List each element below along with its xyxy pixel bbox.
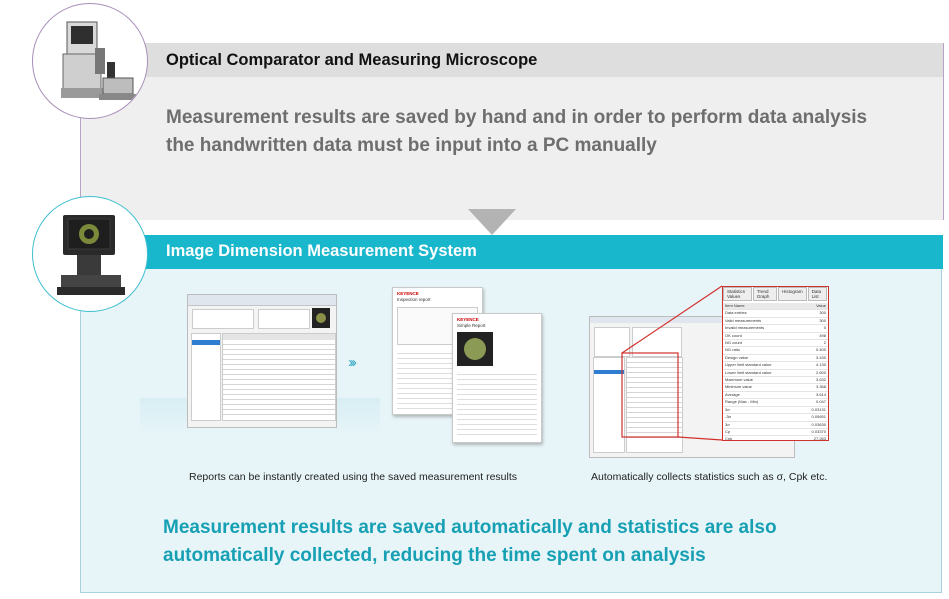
statistics-row: Data entries 300 (723, 310, 828, 318)
statistics-item-name: Cpk (725, 436, 733, 441)
optical-comparator-image (32, 3, 148, 119)
statistics-item-name: -3σ (725, 414, 732, 420)
statistics-item-name: Invalid measurements (725, 325, 765, 331)
statistics-row: Maximum value 3.632 (723, 377, 828, 385)
top-section-header-bar (80, 43, 943, 77)
statistics-item-value: 2 (823, 340, 826, 346)
statistics-item-name: Data entries (725, 310, 747, 316)
statistics-item-name: 3σ (725, 421, 730, 427)
report-title-back: Inspection report (397, 297, 431, 302)
header-item-name: Item Name (725, 303, 745, 308)
top-section-title: Optical Comparator and Measuring Microsc… (166, 51, 538, 69)
tab-data-list[interactable]: Data List (807, 287, 827, 301)
caption-reports: Reports can be instantly created using t… (189, 471, 518, 483)
statistics-item-value: 498 (819, 332, 826, 338)
statistics-item-value: 3.614 (815, 391, 826, 397)
statistics-item-name: NG ratio (725, 347, 740, 353)
statistics-item-name: Minimum value (725, 384, 752, 390)
tab-histogram[interactable]: Histogram (778, 287, 807, 301)
caption-statistics: Automatically collects statistics such a… (591, 471, 828, 483)
statistics-row: Cp 0.03370 (723, 428, 828, 437)
statistics-row: Valid measurements 300 (723, 317, 828, 326)
statistics-item-value: 4.130 (815, 362, 826, 368)
header-value: Value (816, 303, 826, 308)
statistics-item-value: 3.368 (815, 384, 826, 390)
statistics-row: Range (Max - Min) 0.047 (723, 399, 828, 407)
statistics-item-name: Design value (725, 354, 749, 360)
statistics-item-value: 0.400 (815, 347, 826, 353)
statistics-item-name: OK count (725, 332, 742, 338)
bottom-section-header-bar (80, 235, 943, 269)
statistics-item-value: 27.263 (813, 436, 826, 441)
statistics-row: -3σ 0.05651 (723, 414, 828, 422)
double-chevron-right-icon: ››› (348, 354, 357, 371)
statistics-item-value: 3.430 (815, 354, 826, 360)
statistics-item-value: 0.047 (815, 399, 826, 405)
bottom-section-title: Image Dimension Measurement System (166, 242, 477, 260)
statistics-row: Cpk 27.263 (723, 436, 828, 441)
statistics-values-panel: Statistics Values Trend Graph Histogram … (722, 286, 829, 441)
statistics-item-value: 300 (819, 310, 826, 316)
bottom-section-description: Measurement results are saved automatica… (163, 517, 777, 566)
statistics-item-name: Range (Max - Min) (725, 399, 759, 405)
statistics-header-row: Item Name Value (723, 303, 828, 311)
statistics-item-name: 3σ (725, 406, 730, 412)
statistics-item-value: 0.03370 (811, 428, 826, 434)
statistics-row: Design value 3.430 (723, 354, 828, 363)
top-section-description: Measurement results are saved by hand an… (166, 107, 868, 156)
statistics-item-name: NG count (725, 340, 742, 346)
report-title-front: Simple Report (457, 323, 486, 328)
down-arrow-icon (468, 209, 516, 235)
statistics-row: OK count 498 (723, 332, 828, 341)
statistics-row: Invalid measurements 0 (723, 325, 828, 333)
zoom-highlight-lines (621, 285, 723, 441)
data-list-software-screenshot (187, 294, 337, 428)
simple-report-page: KEYENCE Simple Report (452, 313, 542, 443)
tab-trend-graph[interactable]: Trend Graph (752, 287, 778, 301)
statistics-tabs: Statistics Values Trend Graph Histogram … (723, 287, 828, 301)
statistics-row: NG ratio 0.400 (723, 347, 828, 355)
statistics-item-value: 0.03131 (811, 406, 826, 412)
statistics-item-value: 0.03630 (811, 421, 826, 427)
statistics-item-name: Cp (725, 428, 731, 434)
statistics-item-value: 0.05651 (811, 414, 826, 420)
statistics-item-value: 3.632 (815, 377, 826, 383)
statistics-row: NG count 2 (723, 340, 828, 348)
statistics-row: 3σ 0.03131 (723, 406, 828, 415)
tab-statistics-values[interactable]: Statistics Values (723, 287, 752, 301)
statistics-item-value: 0 (823, 325, 826, 331)
statistics-row: Minimum value 3.368 (723, 384, 828, 392)
report-brand: KEYENCE (397, 291, 419, 296)
statistics-item-name: Maximum value (725, 377, 754, 383)
statistics-item-name: Lower limit standard value (725, 369, 772, 375)
statistics-item-name: Valid measurements (725, 317, 762, 323)
statistics-row: 3σ 0.03630 (723, 422, 828, 429)
image-dimension-system-image (32, 196, 148, 312)
simple-report-brand: KEYENCE (457, 317, 479, 322)
statistics-row: Upper limit standard value 4.130 (723, 362, 828, 370)
statistics-item-name: Average (725, 391, 740, 397)
statistics-row: Average 3.614 (723, 391, 828, 400)
statistics-item-value: 300 (819, 317, 826, 323)
statistics-row: Lower limit standard value 2.600 (723, 369, 828, 378)
statistics-item-value: 2.600 (815, 369, 826, 375)
statistics-item-name: Upper limit standard value (725, 362, 772, 368)
